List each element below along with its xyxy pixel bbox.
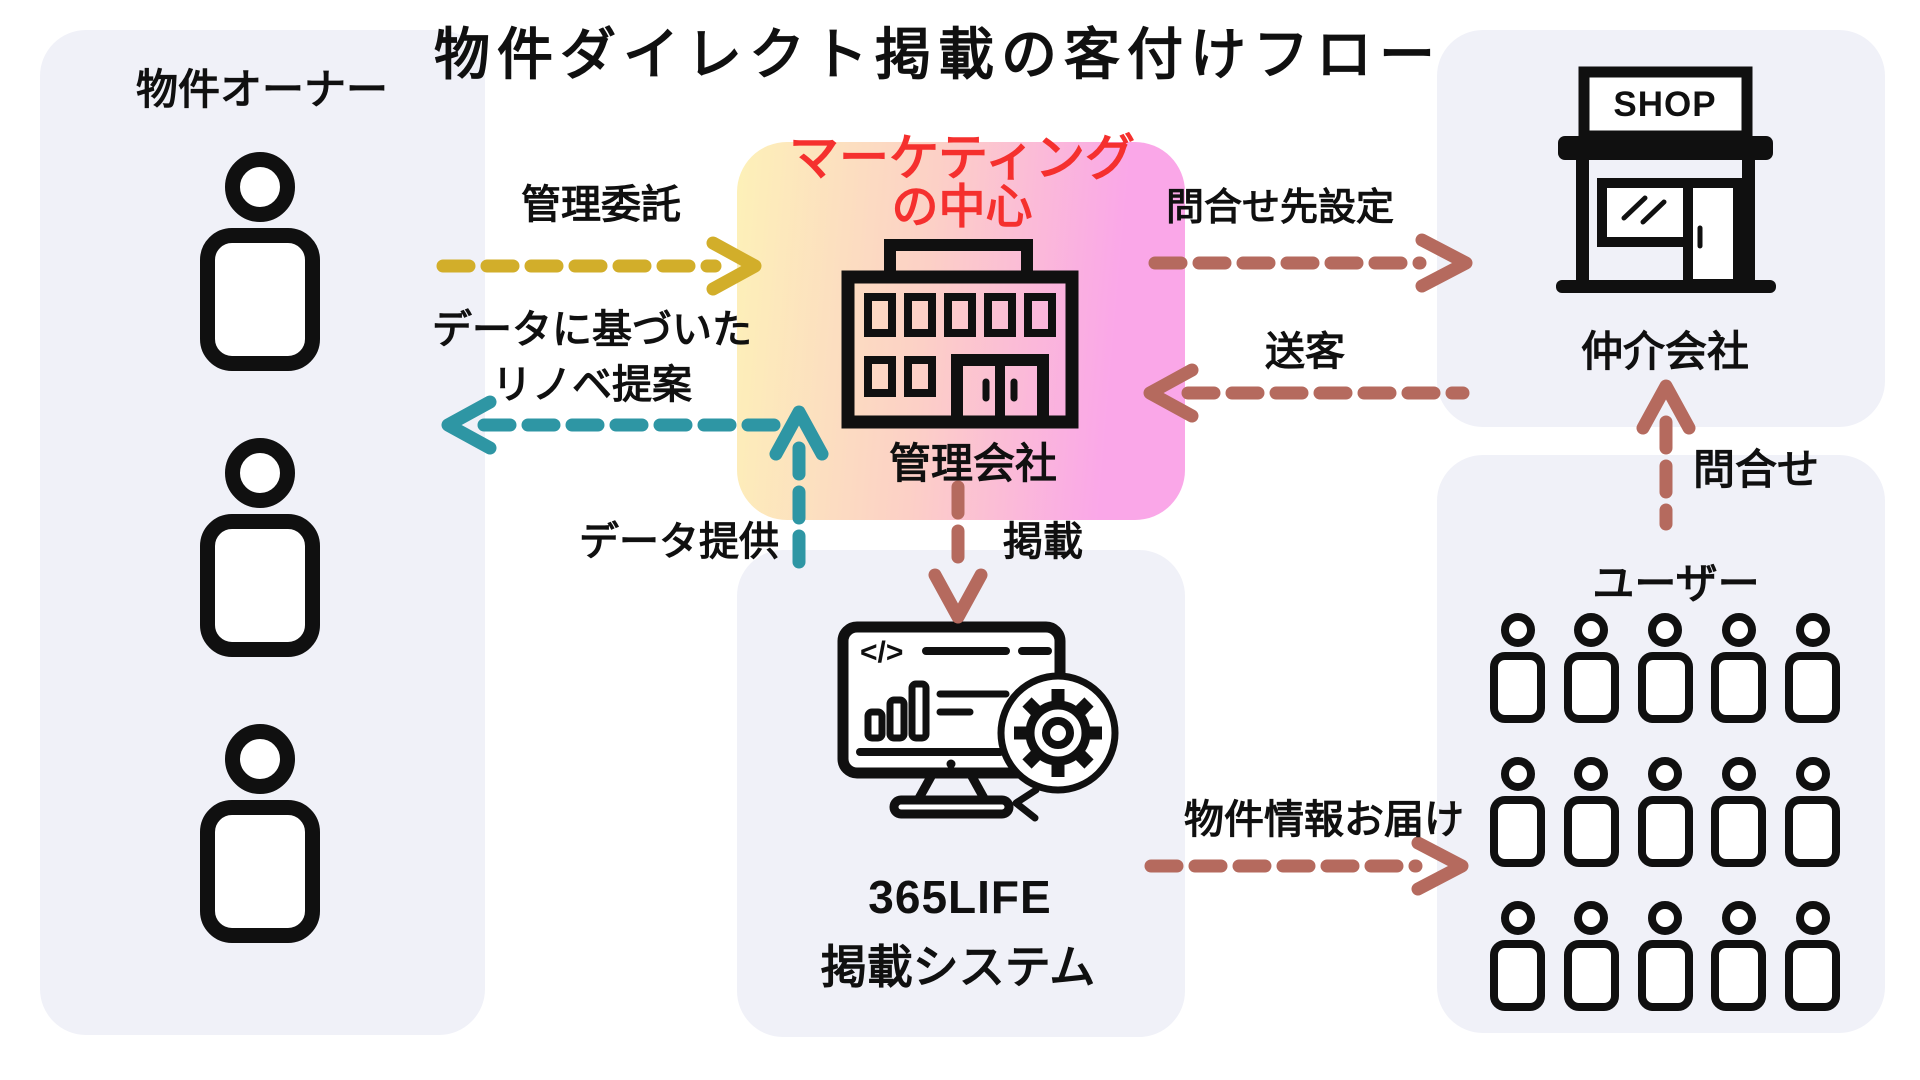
person-icon: [1490, 613, 1545, 723]
code-glyph: </>: [860, 636, 903, 669]
management-company-label: 管理会社: [888, 440, 1058, 487]
renove-label-line2: リノベ提案: [492, 363, 692, 408]
storefront-icon: SHOP: [1556, 66, 1776, 293]
user-icons: [1490, 613, 1840, 1045]
user-icons-row: [1490, 757, 1840, 867]
person-head: [1574, 901, 1609, 935]
arrow-label-soukyaku: 送客: [1265, 330, 1345, 374]
person-body: [1490, 652, 1545, 723]
person-body: [1785, 652, 1840, 723]
arrow-kanri-itaku: [436, 236, 762, 296]
shop-sign-label: SHOP: [1613, 85, 1716, 124]
person-icon: [1490, 901, 1545, 1011]
system-name: 365LIFE: [868, 871, 1052, 923]
page-title: 物件ダイレクト掲載の客付けフロー: [434, 23, 1442, 86]
person-head: [1500, 901, 1535, 935]
person-head: [225, 152, 295, 222]
person-body: [1490, 940, 1545, 1011]
person-icon: [200, 152, 320, 371]
users-panel: [1437, 455, 1885, 1033]
arrow-label-toiawase: 問合せ: [1692, 446, 1820, 493]
arrow-data-teikyo: [769, 405, 829, 573]
person-body: [1711, 796, 1767, 867]
person-body: [1711, 940, 1767, 1011]
monitor-gear-icon: </>: [837, 621, 1119, 822]
arrow-label-renove-teian: データに基づいた リノベ提案: [432, 303, 752, 413]
person-icon: [1711, 757, 1767, 867]
person-icon: [1785, 613, 1840, 723]
person-icon: [1637, 901, 1693, 1011]
person-head: [225, 438, 295, 508]
person-body: [200, 514, 320, 657]
person-head: [1795, 757, 1830, 791]
person-head: [225, 724, 295, 794]
person-icon: [1637, 757, 1693, 867]
person-head: [1574, 613, 1609, 647]
person-body: [1637, 940, 1693, 1011]
arrow-label-keisai: 掲載: [1003, 520, 1083, 564]
person-icon: [1711, 901, 1767, 1011]
person-icon: [1490, 757, 1545, 867]
person-icon: [1711, 613, 1767, 723]
arrow-toiawase-saki-settei: [1148, 233, 1473, 293]
system-label: 掲載システム: [820, 941, 1096, 993]
gear-icon: [997, 672, 1119, 822]
person-body: [1785, 796, 1840, 867]
person-head: [1500, 757, 1535, 791]
person-icon: [1785, 757, 1840, 867]
person-icon: [1563, 901, 1619, 1011]
person-head: [1500, 613, 1535, 647]
person-body: [200, 800, 320, 943]
person-head: [1795, 613, 1830, 647]
arrow-soukyaku: [1143, 363, 1470, 423]
person-head: [1574, 757, 1609, 791]
person-head: [1721, 901, 1756, 935]
arrow-renove-teian: [441, 395, 797, 455]
person-head: [1795, 901, 1830, 935]
person-head: [1721, 613, 1756, 647]
arrow-keisai: [928, 480, 988, 624]
person-body: [1711, 652, 1767, 723]
person-head: [1648, 757, 1682, 791]
owners-label: 物件オーナー: [135, 66, 389, 113]
person-body: [1563, 796, 1619, 867]
arrow-label-kanri-itaku: 管理委託: [521, 183, 681, 227]
arrow-label-toiawase-saki-settei: 問合せ先設定: [1165, 187, 1395, 229]
person-icon: [200, 438, 320, 657]
person-icon: [1637, 613, 1693, 723]
person-head: [1721, 757, 1756, 791]
person-icon: [1563, 613, 1619, 723]
person-icon: [200, 724, 320, 943]
user-icons-row: [1490, 613, 1840, 723]
person-body: [1637, 652, 1693, 723]
marketing-heading-line1: マーケティング: [789, 130, 1135, 186]
person-body: [1490, 796, 1545, 867]
person-icon: [1563, 757, 1619, 867]
marketing-heading-line2: の中心: [891, 180, 1033, 233]
person-body: [1563, 652, 1619, 723]
arrow-bukken-joho: [1144, 836, 1469, 896]
person-icon: [1785, 901, 1840, 1011]
person-body: [1563, 940, 1619, 1011]
arrow-label-bukken-joho: 物件情報お届け: [1184, 798, 1464, 842]
arrow-label-data-teikyo: データ提供: [579, 520, 779, 564]
person-body: [1637, 796, 1693, 867]
arrow-toiawase: [1636, 379, 1696, 531]
broker-label: 仲介会社: [1580, 328, 1750, 375]
renove-label-line1: データに基づいた: [432, 308, 752, 352]
users-label: ユーザー: [1592, 560, 1760, 607]
person-head: [1648, 901, 1682, 935]
user-icons-row: [1490, 901, 1840, 1011]
person-head: [1648, 613, 1682, 647]
marketing-heading: マーケティング の中心: [789, 133, 1135, 230]
person-body: [1785, 940, 1840, 1011]
office-building-icon: [841, 239, 1079, 429]
person-body: [200, 228, 320, 371]
